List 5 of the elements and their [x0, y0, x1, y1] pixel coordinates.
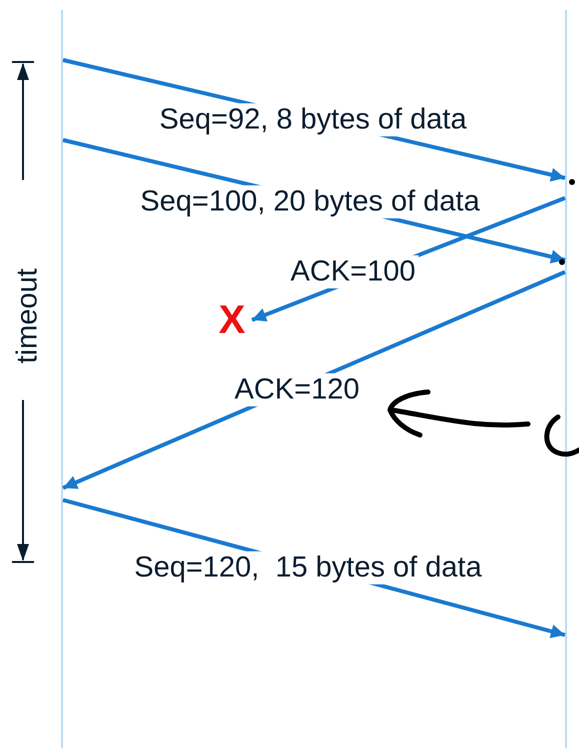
lifeline: [61, 10, 63, 748]
edge-label: ACK=100: [288, 255, 418, 289]
loss-mark: X: [212, 298, 252, 342]
timeout-label: timeout: [12, 268, 44, 364]
lifeline: [565, 10, 567, 748]
